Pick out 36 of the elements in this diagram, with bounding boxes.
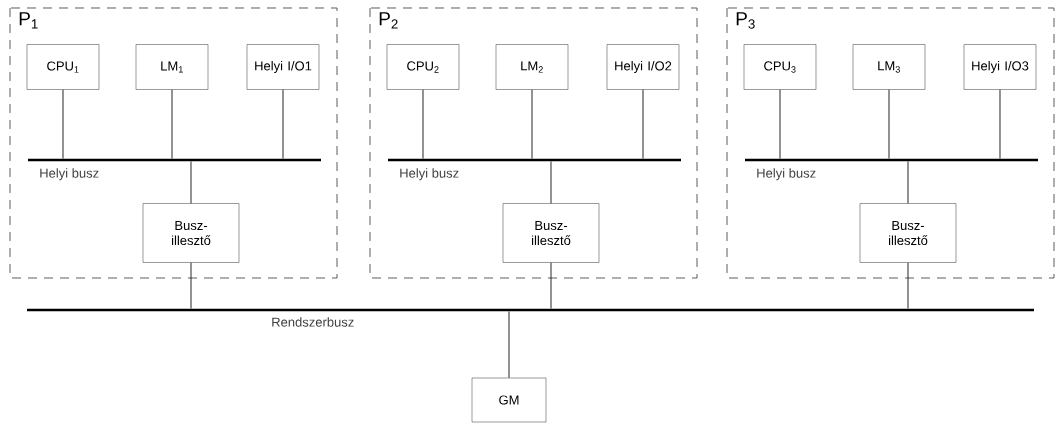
bus-adapter-box: Busz-illesztő bbox=[859, 203, 957, 263]
connector-line bbox=[907, 262, 909, 309]
bus-label: Helyi busz bbox=[757, 168, 816, 181]
connector-line bbox=[550, 262, 552, 309]
connector-line bbox=[779, 89, 781, 159]
connector-line bbox=[888, 89, 890, 159]
connector-line bbox=[190, 262, 192, 309]
unit-box: Helyi I/O2 bbox=[606, 44, 680, 90]
connector-line bbox=[282, 89, 284, 159]
connector-line bbox=[62, 89, 64, 159]
unit-box: LM$_{1}$ bbox=[135, 44, 209, 90]
bus-adapter-box: Busz-illesztő bbox=[142, 203, 240, 263]
unit-box: LM$_{3}$ bbox=[852, 44, 926, 90]
unit-box: LM$_{2}$ bbox=[495, 44, 569, 90]
group-label: P$_{3}$ bbox=[736, 12, 755, 29]
connector-line bbox=[171, 89, 173, 159]
connector-line bbox=[642, 89, 644, 159]
connector-line bbox=[550, 161, 552, 204]
unit-box: CPU$_{3}$ bbox=[743, 44, 817, 90]
connector-line bbox=[422, 89, 424, 159]
connector-line bbox=[999, 89, 1001, 159]
bus-adapter-box: Busz-illesztő bbox=[502, 203, 600, 263]
connector-line bbox=[508, 311, 510, 379]
unit-box: Helyi I/O3 bbox=[963, 44, 1037, 90]
bus-label: Helyi busz bbox=[40, 168, 99, 181]
bus-label: Helyi busz bbox=[400, 168, 459, 181]
group-label: P$_{1}$ bbox=[19, 12, 38, 29]
connector-line bbox=[190, 161, 192, 204]
bus-label: Rendszerbusz bbox=[272, 317, 354, 327]
unit-box: CPU$_{2}$ bbox=[386, 44, 460, 90]
group-label: P$_{2}$ bbox=[379, 12, 398, 29]
unit-box: Helyi I/O1 bbox=[246, 44, 320, 90]
connector-line bbox=[531, 89, 533, 159]
unit-box: CPU$_{1}$ bbox=[26, 44, 100, 90]
connector-line bbox=[907, 161, 909, 204]
memory-box: GM bbox=[471, 377, 547, 423]
